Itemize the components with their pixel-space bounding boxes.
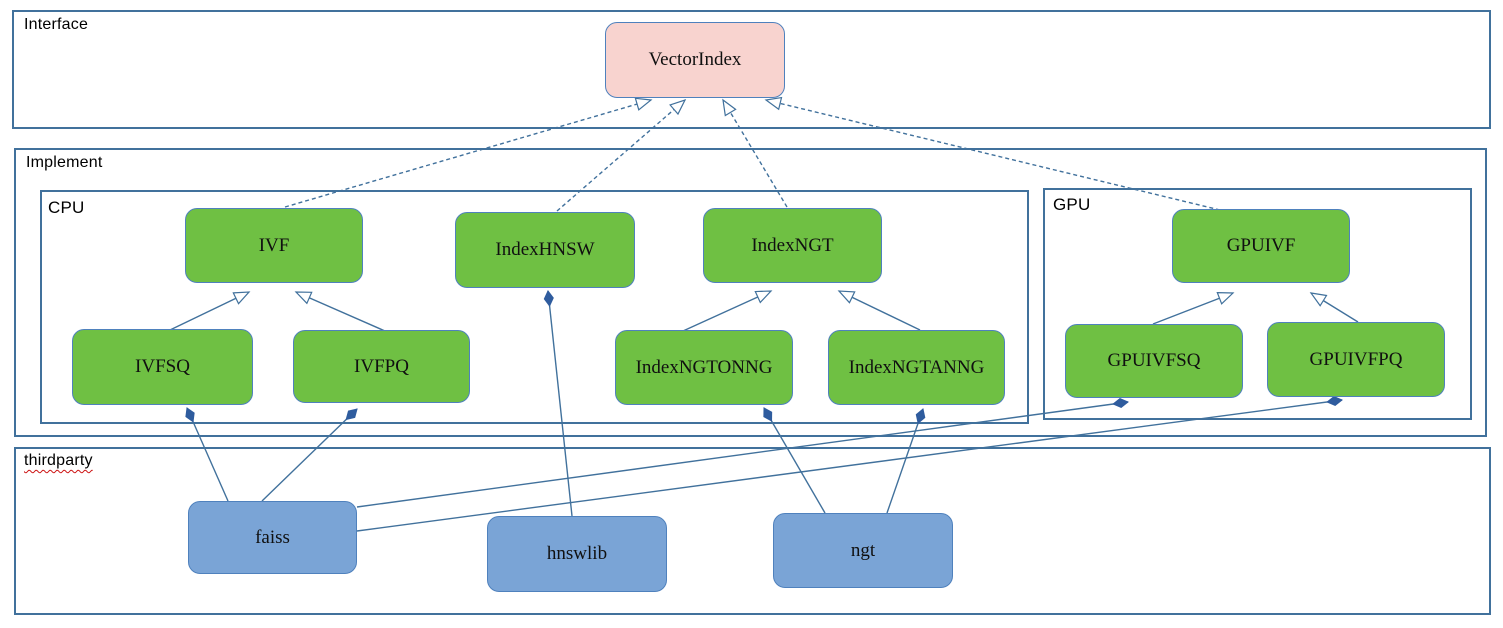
node-gpuivfsq[interactable]: GPUIVFSQ	[1065, 324, 1243, 398]
edge-indexngtanng-to-indexngt-generalization	[837, 290, 921, 331]
node-gpuivfpq[interactable]: GPUIVFPQ	[1267, 322, 1445, 397]
edge-ngt-to-indexngtanng-composition	[886, 408, 926, 514]
edge-ngt-to-indexngtonng-composition	[763, 407, 826, 514]
edge-faiss-to-gpuivfpq-composition	[356, 395, 1343, 532]
edge-indexngtonng-to-indexngt-generalization	[682, 290, 773, 332]
node-indexngt[interactable]: IndexNGT	[703, 208, 882, 283]
node-ivfsq[interactable]: IVFSQ	[72, 329, 253, 405]
node-ngt[interactable]: ngt	[773, 513, 953, 588]
node-vectorindex[interactable]: VectorIndex	[605, 22, 785, 98]
group-interface	[12, 10, 1491, 129]
node-indexhnsw[interactable]: IndexHNSW	[455, 212, 635, 288]
group-cpu-label: CPU	[48, 198, 85, 217]
edge-indexngt-to-vectorindex-realization	[722, 98, 788, 208]
node-ivf[interactable]: IVF	[185, 208, 363, 283]
node-hnswlib[interactable]: hnswlib	[487, 516, 667, 592]
edge-faiss-to-ivfpq-composition	[261, 408, 358, 502]
node-faiss[interactable]: faiss	[188, 501, 357, 574]
edge-ivfsq-to-ivf-generalization	[169, 291, 251, 331]
group-implement	[14, 148, 1487, 437]
edge-faiss-to-ivfsq-composition	[185, 407, 229, 502]
group-gpu-label: GPU	[1053, 195, 1091, 214]
edge-ivfpq-to-ivf-generalization	[294, 291, 386, 332]
node-indexngtanng[interactable]: IndexNGTANNG	[828, 330, 1005, 405]
group-thirdparty-label: thirdparty	[24, 452, 93, 469]
edge-faiss-to-gpuivfsq-composition	[356, 397, 1129, 508]
edge-hnswlib-to-indexhnsw-composition	[543, 290, 573, 517]
group-thirdparty	[14, 447, 1491, 615]
node-ivfpq[interactable]: IVFPQ	[293, 330, 470, 403]
node-indexngtonng[interactable]: IndexNGTONNG	[615, 330, 793, 405]
group-interface-label: Interface	[24, 16, 89, 33]
edge-indexhnsw-to-vectorindex-realization	[556, 98, 687, 212]
group-implement-label: Implement	[26, 154, 103, 171]
group-gpu	[1043, 188, 1472, 420]
edge-ivf-to-vectorindex-realization	[284, 97, 653, 208]
edge-gpuivfpq-to-gpuivf-generalization	[1309, 292, 1359, 323]
edge-gpuivf-to-vectorindex-realization	[764, 96, 1221, 211]
edge-gpuivfsq-to-gpuivf-generalization	[1152, 292, 1235, 325]
node-gpuivf[interactable]: GPUIVF	[1172, 209, 1350, 283]
group-cpu	[40, 190, 1029, 424]
